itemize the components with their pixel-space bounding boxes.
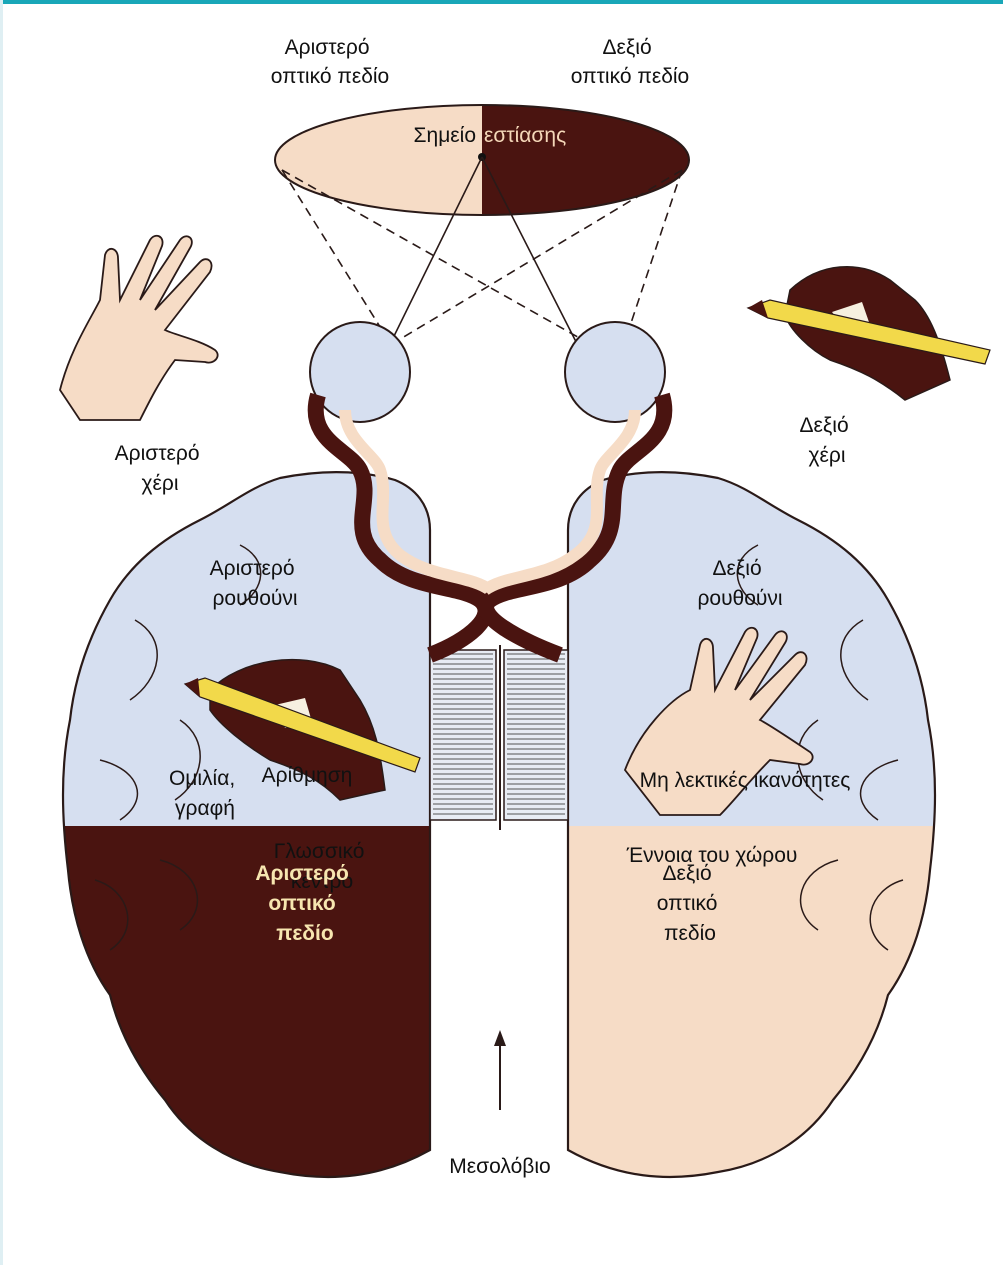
corpus-callosum-label: Μεσολόβιο <box>449 1155 550 1178</box>
right-hand-label: Δεξιό χέρι <box>800 414 855 467</box>
right-visual-half <box>482 100 694 220</box>
right-occipital-region <box>560 826 950 1206</box>
eye-icon <box>565 322 665 422</box>
focus-point-label-left: Σημείο <box>414 124 476 147</box>
nonverbal-label: Μη λεκτικές ικανότητες <box>640 769 851 792</box>
left-hand-label: Αριστερό χέρι <box>115 442 206 495</box>
left-visual-field-top-label: Αριστερό οπτικό πεδίο <box>271 36 389 88</box>
visual-field-ellipse <box>270 100 694 220</box>
right-visual-field-bottom-label: Δεξιό οπτικό πεδίο <box>657 862 724 945</box>
corpus-callosum <box>430 645 568 830</box>
right-visual-field-top-label: Δεξιό οπτικό πεδίο <box>571 36 689 88</box>
left-occipital-region <box>50 826 440 1206</box>
arithmetic-text: Αρίθμηση <box>262 764 353 787</box>
hand-icon <box>60 236 218 420</box>
arrow-up-icon <box>494 1030 506 1110</box>
focus-point-label-right: εστίασης <box>484 124 566 147</box>
eye-icon <box>310 322 410 422</box>
